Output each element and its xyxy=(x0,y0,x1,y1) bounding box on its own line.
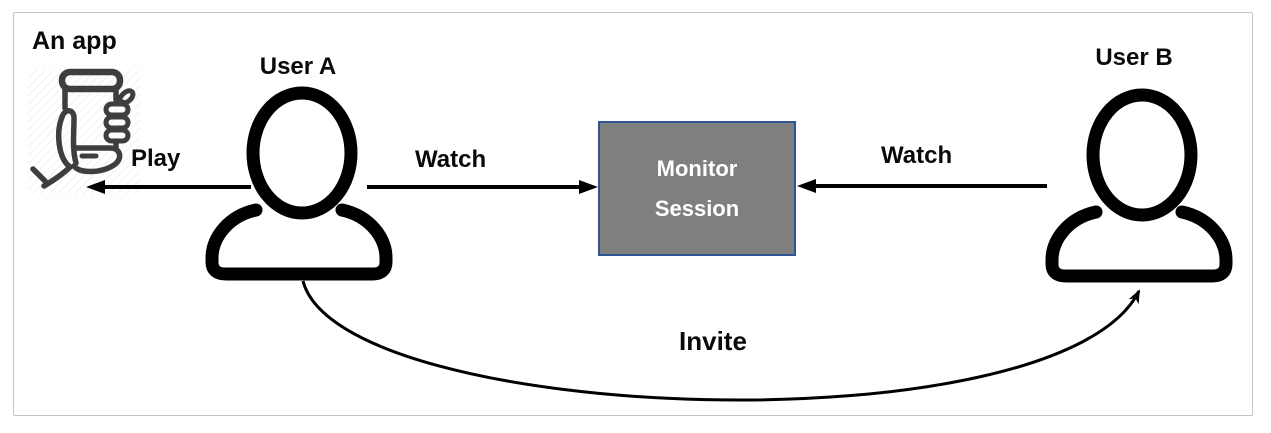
user-b-person-icon xyxy=(1052,95,1226,276)
invite-arrow-label: Invite xyxy=(679,326,747,356)
play-arrow-label: Play xyxy=(131,145,181,172)
monitor-session-box: Monitor Session xyxy=(598,121,796,256)
hand-holding-phone-icon xyxy=(30,68,136,189)
invite-arrow xyxy=(301,280,1141,402)
user-a-label: User A xyxy=(259,53,337,80)
watch-left-arrow-label: Watch xyxy=(415,146,487,173)
monitor-session-line1: Monitor xyxy=(656,155,738,181)
diagram-frame xyxy=(13,12,1253,416)
play-arrow xyxy=(86,180,251,194)
monitor-session-line2: Session xyxy=(654,195,740,221)
watch-left-arrow xyxy=(367,180,598,194)
user-a-person-icon xyxy=(212,93,386,274)
an-app-label: An app xyxy=(32,27,117,55)
user-b-label: User B xyxy=(1095,44,1173,71)
watch-right-arrow-label: Watch xyxy=(881,142,953,169)
watch-right-arrow xyxy=(797,179,1047,193)
